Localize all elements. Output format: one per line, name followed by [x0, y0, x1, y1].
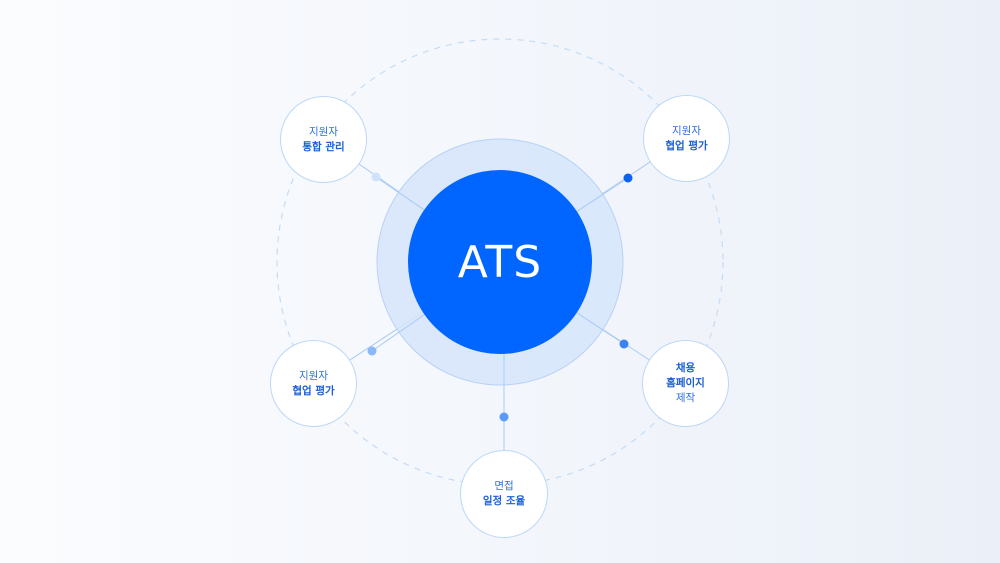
node-collaborative-evaluation-top[interactable]: 지원자 협업 평가 — [643, 95, 730, 182]
connector-dot-bottom-right — [619, 339, 629, 349]
node-line2: 협업 평가 — [665, 139, 708, 152]
connector-dot-bottom-left — [367, 346, 377, 356]
node-line1: 지원자 — [672, 124, 701, 137]
node-line2: 협업 평가 — [292, 384, 335, 397]
node-collaborative-evaluation-bottom[interactable]: 지원자 협업 평가 — [270, 340, 357, 427]
center-circle — [408, 170, 592, 354]
connector-dot-top-left — [371, 172, 381, 182]
node-line2: 홈페이지 — [666, 377, 705, 389]
connector-dot-bottom — [499, 412, 509, 422]
node-line2: 일정 조율 — [482, 495, 526, 507]
node-line1: 채용 — [675, 362, 696, 374]
node-line1: 지원자 — [299, 369, 328, 382]
center-label: ATS — [457, 236, 543, 288]
node-career-site-building[interactable]: 채용 홈페이지 제작 — [642, 340, 729, 427]
node-line1: 지원자 — [309, 125, 338, 138]
node-line3: 제작 — [675, 392, 696, 404]
node-applicant-management[interactable]: 지원자 통합 관리 — [280, 96, 367, 183]
node-line1: 면접 — [494, 480, 514, 492]
node-line2: 통합 관리 — [302, 140, 345, 153]
node-interview-scheduling[interactable]: 면접 일정 조율 — [460, 450, 548, 538]
connector-dot-top-right — [623, 173, 633, 183]
